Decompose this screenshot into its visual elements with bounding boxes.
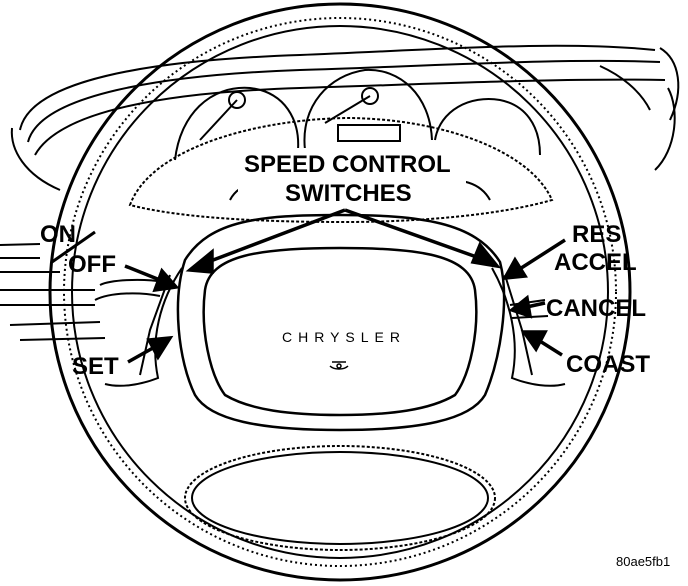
title-halo [238, 148, 466, 208]
on-off-divider [51, 230, 96, 264]
title-line1: SPEED CONTROL [244, 151, 451, 178]
lower-cutout [184, 445, 496, 551]
label-accel: ACCEL [554, 249, 637, 276]
callout-arrows [124, 208, 566, 364]
steering-wheel-rim [48, 2, 632, 582]
left-switch-pod [94, 267, 183, 387]
dashboard-outline [10, 44, 680, 191]
hub-brand-text: CHRYSLER [282, 329, 406, 345]
label-res: RES [572, 221, 621, 248]
figure-id: 80ae5fb1 [616, 554, 670, 569]
turn-signal-stalk [0, 243, 106, 341]
label-on: ON [40, 221, 76, 248]
title-line2: SWITCHES [285, 180, 412, 207]
airbag-hub [176, 213, 506, 432]
label-off: OFF [68, 251, 116, 278]
instrument-gauges [174, 68, 541, 161]
label-coast: COAST [566, 351, 650, 378]
brand-logo-icon [329, 361, 349, 370]
label-cancel: CANCEL [546, 295, 646, 322]
label-set: SET [72, 353, 119, 380]
